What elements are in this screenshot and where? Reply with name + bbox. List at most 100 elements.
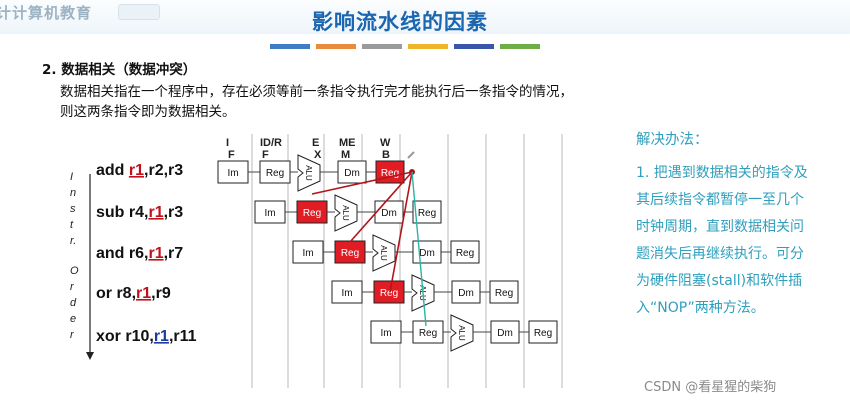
instruction-text: sub r4,r1,r3: [96, 204, 183, 221]
reg-write-label: Reg: [381, 168, 399, 179]
solution-line-5: 为硬件阻塞(stall)和软件插: [636, 273, 803, 289]
instruction-part: and: [96, 245, 124, 262]
slide-title: 影响流水线的因素: [312, 10, 488, 34]
solution-line-1: 1. 把遇到数据相关的指令及: [636, 165, 808, 181]
stage-header-sub: F: [228, 149, 235, 161]
instruction-part: r6,: [124, 245, 148, 262]
dm-label: Dm: [419, 248, 435, 259]
reg-read-label: Reg: [266, 168, 284, 179]
dm-label: Dm: [458, 288, 474, 299]
dependency-arrow: [389, 171, 413, 293]
im-label: Im: [302, 248, 313, 259]
register-r1: r1: [154, 328, 169, 345]
instr-order-char: e: [70, 313, 76, 325]
dm-label: Dm: [381, 208, 397, 219]
instr-order-char: r: [70, 329, 75, 341]
alu-shape: [450, 314, 474, 352]
alu-label: ALU: [379, 245, 388, 261]
instr-order-char: d: [70, 297, 77, 309]
reg-write-label: Reg: [534, 328, 552, 339]
description-line-2: 则这两条指令即为数据相关。: [60, 104, 236, 120]
alu-shape: [372, 234, 396, 272]
im-label: Im: [227, 168, 238, 179]
brand-logo: [118, 4, 160, 20]
instruction-part: ,r9: [151, 285, 171, 302]
stage-header-sub: M: [341, 149, 350, 161]
instr-order-char: r: [70, 281, 75, 293]
im-label: Im: [341, 288, 352, 299]
register-r1: r1: [148, 204, 163, 221]
reg-read-label: Reg: [303, 208, 321, 219]
dm-label: Dm: [344, 168, 360, 179]
dependency-arrow: [349, 171, 413, 243]
pen-mark: [407, 151, 415, 159]
stage-header: E: [312, 137, 319, 149]
instr-order-char: n: [70, 187, 76, 199]
reg-write-label: Reg: [418, 208, 436, 219]
instruction-part: or: [96, 285, 112, 302]
solution-line-4: 题消失后再继续执行。可分: [636, 246, 804, 262]
instruction-part: r4,: [124, 204, 148, 221]
reg-read-label: Reg: [380, 288, 398, 299]
dependency-arrow: [311, 171, 413, 195]
instr-order-arrowhead: [86, 352, 94, 360]
instruction-part: r10,: [121, 328, 154, 345]
alu-label: ALU: [341, 205, 350, 221]
instruction-part: xor: [96, 328, 121, 345]
reg-write-label: Reg: [495, 288, 513, 299]
register-r1: r1: [148, 245, 163, 262]
stage-header: ID/R: [260, 137, 282, 149]
stage-header-sub: F: [262, 149, 269, 161]
instruction-part: r8,: [112, 285, 136, 302]
alu-shape: [297, 154, 321, 192]
color-bar-segment: [408, 44, 448, 49]
register-r1: r1: [136, 285, 151, 302]
alu-shape: [334, 194, 358, 232]
reg-write-label: Reg: [456, 248, 474, 259]
stage-header: ME: [339, 137, 356, 149]
instr-order-char: t: [70, 219, 74, 231]
instruction-part: ,r7: [164, 245, 184, 262]
instr-order-char: O: [70, 265, 79, 277]
color-bar-segment: [454, 44, 494, 49]
instruction-part: add: [96, 162, 124, 179]
top-banner: 计计算机教育 影响流水线的因素: [0, 0, 850, 34]
instruction-part: ,r11: [169, 328, 197, 345]
description-line-1: 数据相关指在一个程序中，存在必须等前一条指令执行完才能执行后一条指令的情况，: [60, 84, 573, 100]
alu-label: ALU: [457, 325, 466, 341]
color-bar-segment: [362, 44, 402, 49]
instr-order-char: I: [70, 171, 73, 183]
reg-read-label: Reg: [419, 328, 437, 339]
stage-header-sub: X: [314, 149, 322, 161]
stage-header: I: [226, 137, 229, 149]
instruction-text: xor r10,r1,r11: [96, 328, 197, 345]
im-label: Im: [380, 328, 391, 339]
color-bar-segment: [270, 44, 310, 49]
stage-header-sub: B: [382, 149, 390, 161]
stage-header: W: [380, 137, 391, 149]
instruction-part: ,r3: [164, 204, 184, 221]
alu-label: ALU: [304, 165, 313, 181]
solution-line-3: 时钟周期，直到数据相关问: [636, 219, 804, 235]
dm-label: Dm: [497, 328, 513, 339]
color-bar-segment: [316, 44, 356, 49]
register-r1: r1: [129, 162, 144, 179]
csdn-watermark: CSDN @看星猩的柴狗: [644, 380, 777, 395]
instruction-part: sub: [96, 204, 125, 221]
brand-name: 计计算机教育: [0, 4, 93, 22]
color-bar-segment: [500, 44, 540, 49]
solution-line-2: 其后续指令都暂停一至几个: [636, 192, 804, 208]
section-heading: 2. 数据相关（数据冲突）: [42, 62, 197, 78]
instruction-part: ,r2,r3: [144, 162, 183, 179]
dependency-arrow-ok: [411, 171, 427, 327]
instr-order-char: s: [70, 203, 76, 215]
instruction-text: add r1,r2,r3: [96, 162, 183, 179]
instr-order-char: r.: [70, 235, 76, 247]
im-label: Im: [264, 208, 275, 219]
solution-title: 解决办法：: [636, 132, 709, 148]
instruction-text: and r6,r1,r7: [96, 245, 183, 262]
reg-read-label: Reg: [341, 248, 359, 259]
instruction-text: or r8,r1,r9: [96, 285, 171, 302]
